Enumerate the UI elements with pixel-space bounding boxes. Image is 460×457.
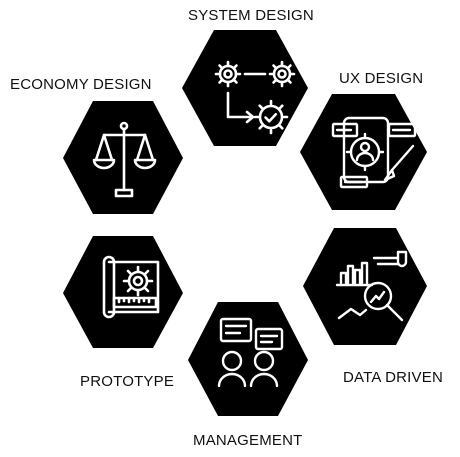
node-ux-design <box>300 94 427 210</box>
label-prototype: PROTOTYPE <box>80 373 175 390</box>
gears-process-icon <box>214 60 296 135</box>
team-discussion-icon <box>217 317 284 388</box>
label-economy-design: ECONOMY DESIGN <box>10 76 152 93</box>
label-management: MANAGEMENT <box>193 432 303 449</box>
label-data-driven: DATA DRIVEN <box>343 369 443 386</box>
chart-analysis-icon <box>335 250 408 322</box>
hexagon-prototype <box>63 236 183 348</box>
label-ux-design: UX DESIGN <box>339 70 424 87</box>
hexagon-system-design <box>182 30 308 146</box>
hexagon-management <box>188 302 308 416</box>
label-system-design: SYSTEM DESIGN <box>188 7 314 24</box>
node-management <box>188 302 308 416</box>
node-economy-design <box>63 101 183 214</box>
blueprint-gear-icon <box>102 255 160 319</box>
node-prototype <box>63 236 183 348</box>
node-data-driven <box>303 228 427 345</box>
node-system-design <box>182 30 308 146</box>
hexagon-data-driven <box>303 228 427 345</box>
balance-scale-icon <box>92 121 157 198</box>
user-interface-design-icon <box>331 116 417 189</box>
